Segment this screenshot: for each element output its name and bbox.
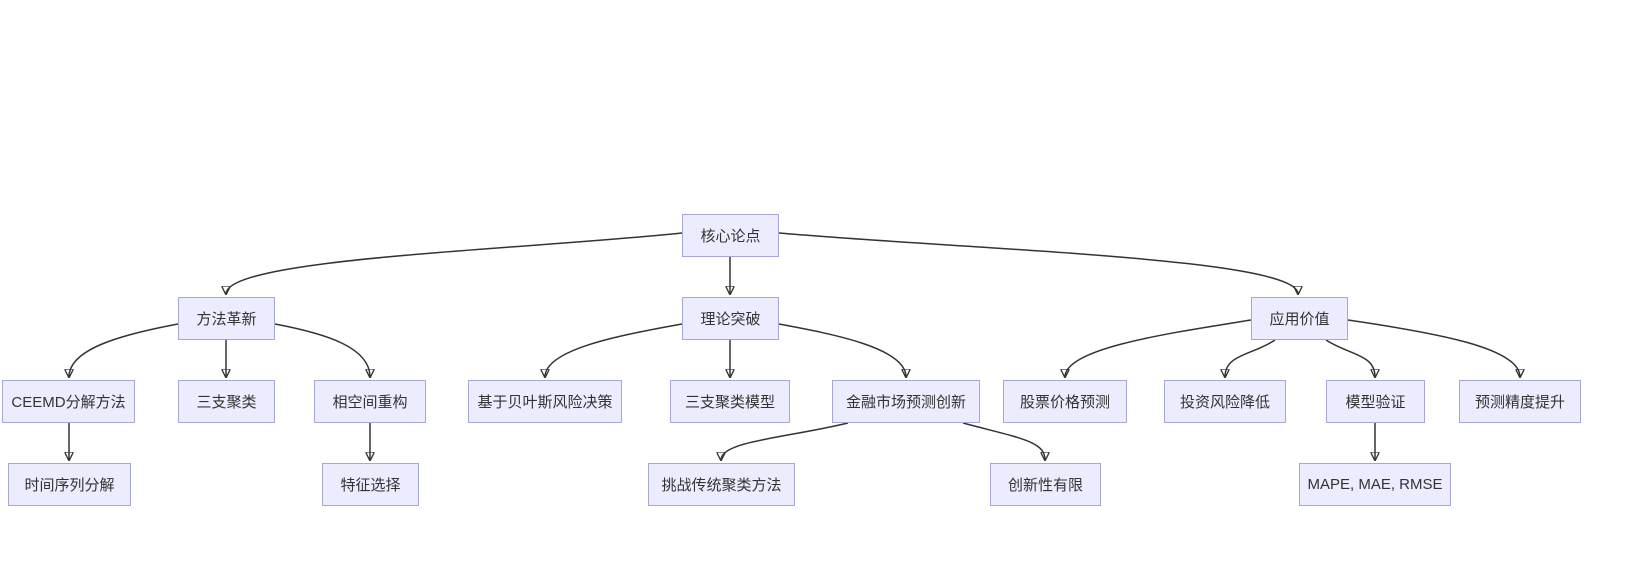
- node-method: 方法革新: [178, 297, 275, 340]
- node-accuracy-label: 预测精度提升: [1474, 394, 1565, 411]
- node-limited: 创新性有限: [990, 463, 1101, 506]
- node-finance-label: 金融市场预测创新: [845, 394, 966, 411]
- node-phase: 相空间重构: [314, 380, 426, 423]
- edge-method-phase: [274, 323, 370, 377]
- node-timeseries-label: 时间序列分解: [24, 477, 115, 494]
- node-challenge: 挑战传统聚类方法: [648, 463, 795, 506]
- node-three-model: 三支聚类模型: [670, 380, 790, 423]
- node-bayes-label: 基于贝叶斯风险决策: [477, 394, 613, 411]
- node-limited-label: 创新性有限: [1007, 477, 1083, 494]
- edge-application-stock: [1065, 319, 1252, 377]
- node-stock: 股票价格预测: [1003, 380, 1127, 423]
- node-phase-label: 相空间重构: [332, 394, 408, 411]
- edge-core-method: [226, 232, 683, 294]
- node-application: 应用价值: [1251, 297, 1348, 340]
- node-timeseries: 时间序列分解: [8, 463, 131, 506]
- node-stock-label: 股票价格预测: [1019, 394, 1110, 411]
- node-core-label: 核心论点: [700, 228, 761, 245]
- node-three-model-label: 三支聚类模型: [684, 394, 775, 411]
- node-method-label: 方法革新: [196, 311, 257, 328]
- edge-application-risk: [1225, 339, 1276, 377]
- node-core: 核心论点: [682, 214, 779, 257]
- node-accuracy: 预测精度提升: [1459, 380, 1581, 423]
- edge-application-validation: [1325, 339, 1375, 377]
- edge-theory-bayes: [545, 323, 683, 377]
- node-mape: MAPE, MAE, RMSE: [1299, 463, 1451, 506]
- edge-theory-finance: [778, 323, 906, 377]
- edge-core-application: [778, 232, 1298, 294]
- node-challenge-label: 挑战传统聚类方法: [661, 477, 782, 494]
- node-application-label: 应用价值: [1269, 311, 1330, 328]
- edge-method-ceemd: [69, 323, 179, 377]
- node-validation-label: 模型验证: [1345, 394, 1406, 411]
- node-three-way: 三支聚类: [178, 380, 275, 423]
- node-bayes: 基于贝叶斯风险决策: [468, 380, 622, 423]
- node-risk: 投资风险降低: [1164, 380, 1286, 423]
- node-feature-label: 特征选择: [340, 477, 401, 494]
- node-ceemd-label: CEEMD分解方法: [11, 394, 126, 411]
- node-theory-label: 理论突破: [700, 311, 761, 328]
- node-three-way-label: 三支聚类: [196, 394, 257, 411]
- node-risk-label: 投资风险降低: [1179, 394, 1270, 411]
- node-mape-label: MAPE, MAE, RMSE: [1307, 476, 1443, 493]
- node-feature: 特征选择: [322, 463, 419, 506]
- edge-finance-challenge: [721, 422, 849, 460]
- node-finance: 金融市场预测创新: [832, 380, 980, 423]
- node-theory: 理论突破: [682, 297, 779, 340]
- edge-application-accuracy: [1347, 319, 1520, 377]
- node-ceemd: CEEMD分解方法: [2, 380, 135, 423]
- node-validation: 模型验证: [1326, 380, 1425, 423]
- edge-finance-limited: [962, 422, 1045, 460]
